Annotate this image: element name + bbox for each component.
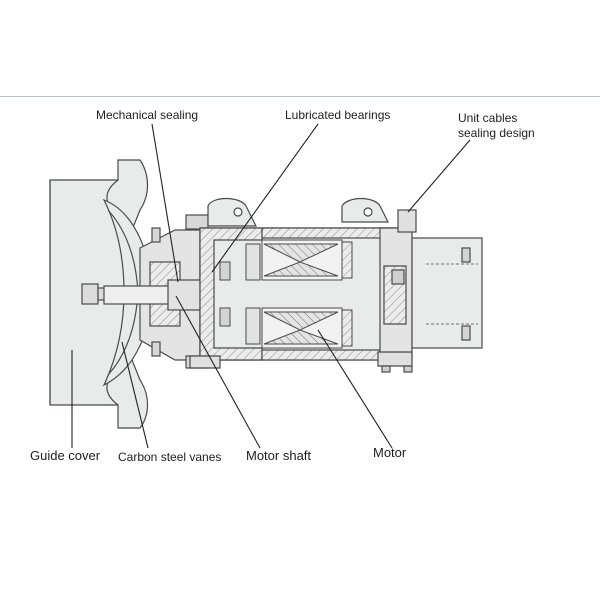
- label-motor: Motor: [373, 445, 407, 460]
- leader-motor-shaft: [175, 295, 261, 449]
- leader-lines: [71, 123, 471, 449]
- top-rule: [0, 96, 600, 97]
- leader-carbon-steel-vanes: [121, 341, 149, 449]
- leader-unit-cables: [407, 139, 471, 213]
- motor-windings: [219, 239, 353, 349]
- leader-mechanical-sealing: [151, 123, 179, 283]
- label-motor-shaft: Motor shaft: [246, 448, 312, 463]
- label-unit-cables-line2: sealing design: [458, 126, 535, 140]
- leader-lubricated-bearings: [211, 123, 319, 273]
- label-lubricated-bearings: Lubricated bearings: [285, 108, 391, 122]
- cable-box: [397, 209, 483, 349]
- leader-motor: [317, 329, 393, 449]
- label-guide-cover: Guide cover: [30, 448, 101, 463]
- label-unit-cables-line1: Unit cables: [458, 111, 518, 125]
- label-carbon-steel-vanes: Carbon steel vanes: [118, 450, 222, 464]
- label-mechanical-sealing: Mechanical sealing: [96, 108, 199, 122]
